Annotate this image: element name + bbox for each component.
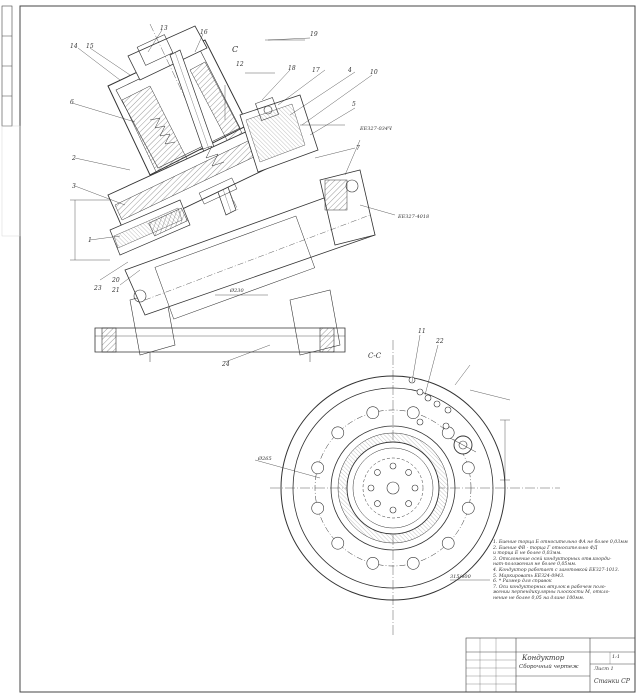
center-hole	[367, 484, 375, 492]
cylinder-housing	[107, 23, 319, 256]
callout-14: 14	[70, 43, 78, 50]
note-1: 1. Биение торца Б относительно ФА не бол…	[493, 540, 628, 545]
base-plate	[94, 289, 346, 362]
title-block	[465, 637, 636, 693]
center-hole-pattern	[367, 462, 419, 514]
note-6: 6. * Размер для справок	[493, 579, 552, 585]
title-block-title: Кондуктор	[522, 654, 565, 662]
callout-labels: 13 14 15 16 17 18 19 10 5 4 6 7 2 3 1 20…	[70, 25, 444, 368]
callout-16: 16	[200, 29, 208, 36]
callout-17: 17	[312, 67, 320, 74]
bolt-hole	[461, 461, 475, 475]
callout-24: 24	[221, 361, 230, 368]
sheet-frame	[1, 5, 636, 693]
center-hole	[405, 500, 412, 507]
title-block-org: Станки СР	[594, 678, 630, 685]
bolt-hole	[331, 536, 345, 550]
callout-20: 20	[111, 277, 120, 284]
view-mark: С	[232, 45, 238, 54]
callout-22: 22	[435, 338, 444, 345]
note-2b: и торца Е не более 0,03мм.	[493, 551, 562, 557]
callout-10: 10	[370, 69, 378, 76]
assembly-view	[70, 23, 396, 363]
center-hole	[405, 469, 412, 476]
note-7: 7. Оси кондукторных втулок в рабочем пол…	[493, 584, 607, 590]
note-7c: нение не более 0,05 на длине 100мм.	[493, 595, 585, 601]
callout-18: 18	[288, 65, 296, 72]
bolt-hole	[311, 501, 325, 515]
callout-4: 4	[347, 67, 352, 74]
bolt-hole	[441, 536, 455, 550]
center-hole	[374, 469, 381, 476]
bolt-hole	[331, 426, 345, 440]
dim-length: 315/400	[450, 574, 472, 580]
tolerance-mark-1: ЕЕЗ27-034Ч	[359, 126, 392, 132]
dimension-labels: Ø265 Ø230 ЕЕЗ27-034Ч ЕЕЗ27-4018 315/400	[229, 126, 472, 580]
callout-21: 21	[111, 287, 120, 294]
dim-d230: Ø230	[229, 287, 244, 294]
callout-15: 15	[86, 43, 94, 50]
dimension-lines	[70, 39, 345, 296]
callout-6: 6	[70, 99, 74, 106]
note-3: 3. Отклонение осей кондукторных отв.коор…	[493, 556, 612, 562]
callout-1: 1	[88, 237, 92, 244]
title-block-sheet: Лист 1	[594, 666, 614, 672]
bolt-hole	[406, 406, 420, 420]
section-label: С-С	[368, 352, 382, 360]
bolt-hole	[366, 556, 380, 570]
bolt-hole	[406, 556, 420, 570]
callout-11: 11	[418, 328, 426, 335]
callout-19: 19	[310, 31, 318, 38]
note-5: 5. Маркировать ЕЕЗ24-0943.	[493, 573, 565, 579]
bolt-hole	[366, 406, 380, 420]
dim-d265: Ø265	[257, 455, 272, 462]
callout-13: 13	[160, 25, 168, 32]
center-hole	[389, 462, 397, 470]
callout-3: 3	[72, 183, 76, 190]
section-dimensions	[254, 334, 511, 581]
tolerance-mark-2: ЕЕЗ27-4018	[397, 214, 429, 220]
note-4: 4. Кондуктор работает с заготовкой ЕЕЗ27…	[493, 567, 620, 573]
jig-bushings	[408, 376, 477, 455]
tilted-body	[124, 169, 376, 320]
callout-23: 23	[93, 285, 102, 292]
callout-5: 5	[352, 101, 356, 108]
title-block-subtitle: Сборочный чертеж	[519, 664, 579, 670]
note-7b: жении перпендикулярны плоскости М, откло…	[493, 590, 610, 596]
bolt-hole	[311, 461, 325, 475]
leader-lines	[71, 29, 396, 363]
callout-2: 2	[71, 155, 76, 162]
center-hole	[411, 484, 419, 492]
center-hole	[389, 506, 397, 514]
note-2: 2. Биение ФВ - торца Г относительно ФД	[493, 545, 598, 551]
callout-12: 12	[236, 61, 244, 68]
callout-7: 7	[356, 145, 360, 152]
bolt-hole-ring	[311, 406, 475, 570]
center-hole	[374, 500, 381, 507]
note-3b: нат-положения не более 0,05мм.	[493, 562, 577, 568]
title-block-scale: 1:1	[612, 654, 621, 660]
bolt-hole	[461, 501, 475, 515]
technical-notes: 1. Биение торца Б относительно ФА не бол…	[493, 540, 633, 602]
section-view	[270, 340, 560, 635]
